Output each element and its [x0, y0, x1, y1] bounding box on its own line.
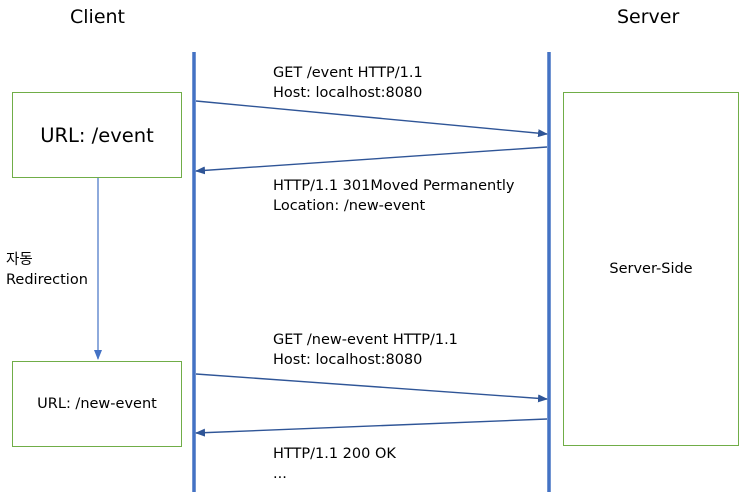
url-new-event-label: URL: /new-event [37, 396, 157, 412]
url-new-event-box: URL: /new-event [12, 361, 182, 447]
server-side-box: Server-Side [563, 92, 739, 446]
response1-line2: Location: /new-event [273, 198, 426, 214]
url-event-box: URL: /event [12, 92, 182, 178]
request2-message: GET /new-event HTTP/1.1 Host: localhost:… [273, 330, 458, 370]
response2-arrow [195, 418, 548, 437]
request2-line1: GET /new-event HTTP/1.1 [273, 332, 458, 348]
redirection-label-line1: 자동 [6, 252, 33, 268]
redirection-label: 자동 Redirection [6, 250, 88, 290]
request2-line2: Host: localhost:8080 [273, 352, 423, 368]
response1-arrow [195, 146, 548, 175]
redirection-label-line2: Redirection [6, 272, 88, 288]
response2-message: HTTP/1.1 200 OK ... [273, 444, 396, 484]
request1-message: GET /event HTTP/1.1 Host: localhost:8080 [273, 63, 423, 103]
url-event-label: URL: /event [40, 123, 154, 147]
request1-line2: Host: localhost:8080 [273, 85, 423, 101]
response2-line1: HTTP/1.1 200 OK [273, 446, 396, 462]
response1-line1: HTTP/1.1 301Moved Permanently [273, 178, 515, 194]
response2-line2: ... [273, 466, 287, 482]
client-heading: Client [70, 6, 126, 28]
response1-message: HTTP/1.1 301Moved Permanently Location: … [273, 176, 515, 216]
server-heading: Server [617, 6, 680, 28]
request2-arrow [195, 373, 548, 403]
server-side-label: Server-Side [609, 261, 693, 277]
request1-line1: GET /event HTTP/1.1 [273, 65, 423, 81]
request1-arrow [195, 100, 548, 138]
